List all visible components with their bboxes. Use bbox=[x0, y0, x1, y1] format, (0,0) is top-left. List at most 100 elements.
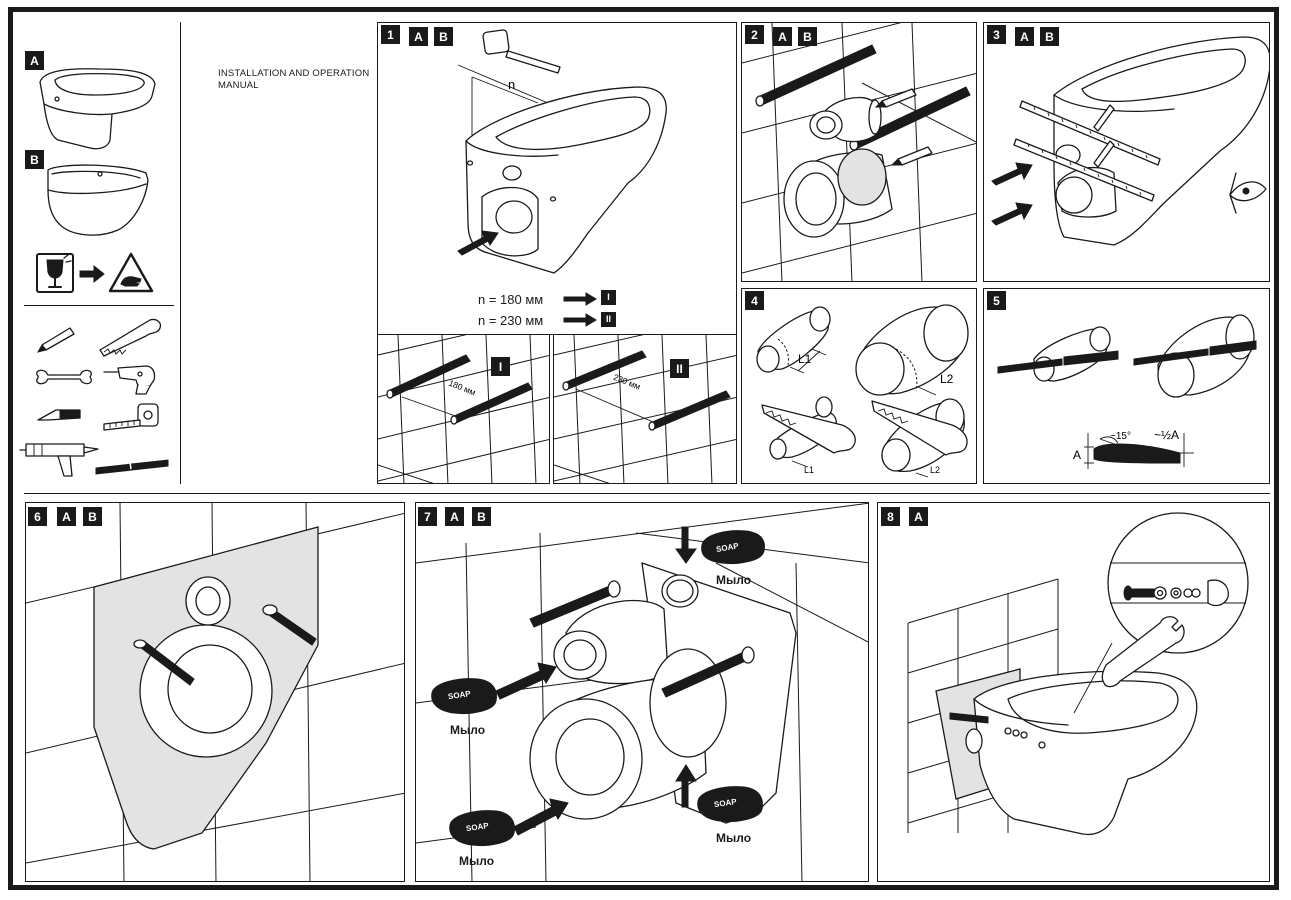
l2-cut-label: L2 bbox=[930, 465, 940, 475]
threaded-rod-icon bbox=[262, 604, 317, 646]
step-3-number: 3 bbox=[987, 25, 1006, 44]
step-6-tag-b: B bbox=[83, 507, 102, 526]
step-1-tag-b: B bbox=[434, 27, 453, 46]
step-2-panel: 2 A B bbox=[741, 22, 977, 282]
step-4-panel: L1 L2 L1 L2 4 bbox=[741, 288, 977, 484]
variant-b-tag: B bbox=[25, 150, 44, 169]
step-6-panel: 6 A B bbox=[25, 502, 405, 882]
threaded-rod-icon bbox=[133, 639, 195, 686]
dim-a-label: A bbox=[1073, 448, 1081, 462]
step-1-panel: n 1 A B n = 180 мм n = 230 мм I II bbox=[377, 22, 737, 335]
hand-injury-warning-icon bbox=[108, 252, 154, 293]
step-3-panel: 3 A B bbox=[983, 22, 1270, 282]
tape-measure-icon bbox=[482, 29, 561, 74]
threaded-rod-icon bbox=[562, 350, 647, 391]
threaded-rod-icon bbox=[386, 354, 471, 399]
saw-icon bbox=[761, 404, 856, 454]
formula-arrows bbox=[563, 292, 597, 327]
step-7-panel: SOAP SOAP SOAP SOAP 7 A B Мыло Мыло Мыло… bbox=[415, 502, 869, 882]
threaded-rod-icon bbox=[648, 390, 731, 431]
l1-label: L1 bbox=[798, 352, 812, 366]
soap-bar-left: SOAP bbox=[431, 678, 497, 714]
step-7-tag-a: A bbox=[445, 507, 464, 526]
step-4-number: 4 bbox=[745, 291, 764, 310]
soap-text: SOAP bbox=[447, 689, 471, 701]
formula-180-tag: I bbox=[601, 290, 616, 305]
wrench-icon bbox=[36, 369, 92, 385]
formula-230: n = 230 мм bbox=[478, 313, 544, 328]
step-2-drawing bbox=[742, 23, 976, 281]
soap-text: SOAP bbox=[713, 797, 737, 809]
dim-230-label: 230 мм bbox=[612, 372, 642, 392]
threaded-rod-icon bbox=[949, 712, 989, 724]
knife-icon bbox=[37, 409, 81, 421]
step-1-sub-i-panel: 180 мм I bbox=[377, 334, 550, 484]
sub-ii-drawing: 230 мм bbox=[554, 335, 736, 483]
drill-icon bbox=[103, 365, 156, 395]
saw-icon bbox=[99, 318, 162, 357]
n-dimension-label: n bbox=[508, 77, 515, 92]
step-7-drawing: SOAP SOAP SOAP SOAP bbox=[416, 503, 868, 881]
soap-bar-bottom-right: SOAP bbox=[697, 786, 763, 822]
soap-text: SOAP bbox=[715, 541, 740, 554]
step-2-tag-a: A bbox=[773, 27, 792, 46]
threaded-rod-icon bbox=[95, 459, 169, 475]
step-8-drawing bbox=[907, 512, 1249, 836]
step-2-number: 2 bbox=[745, 25, 764, 44]
step-6-number: 6 bbox=[28, 507, 47, 526]
step-1-number: 1 bbox=[381, 25, 400, 44]
step-5-panel: A ~15° ~½A 5 bbox=[983, 288, 1270, 484]
step-8-panel: 8 A bbox=[877, 502, 1270, 882]
soap-label-top: Мыло bbox=[716, 573, 752, 587]
step-1-tag-a: A bbox=[409, 27, 428, 46]
fragile-glass-icon bbox=[36, 253, 74, 293]
row-separator bbox=[24, 493, 1270, 494]
manual-title: INSTALLATION AND OPERATION MANUAL bbox=[218, 68, 369, 92]
eye-icon bbox=[1229, 172, 1267, 214]
dim-180-label: 180 мм bbox=[447, 378, 477, 398]
step-2-tag-b: B bbox=[798, 27, 817, 46]
variant-a-tag: A bbox=[25, 51, 44, 70]
step-5-number: 5 bbox=[987, 291, 1006, 310]
page-frame bbox=[8, 7, 1279, 890]
formula-180: n = 180 мм bbox=[478, 292, 544, 307]
soap-bar-top: SOAP bbox=[701, 530, 765, 564]
step-7-number: 7 bbox=[418, 507, 437, 526]
formula-230-tag: II bbox=[601, 312, 616, 327]
step-6-drawing bbox=[26, 503, 404, 881]
step-4-drawing: L1 L2 L1 L2 bbox=[756, 304, 969, 478]
sub-i-tag: I bbox=[491, 357, 510, 376]
half-a-label: ~½A bbox=[1154, 428, 1179, 442]
soap-label-bottom-left: Мыло bbox=[459, 854, 495, 868]
soap-text: SOAP bbox=[465, 821, 489, 833]
soap-label-left: Мыло bbox=[450, 723, 486, 737]
step-6-tag-a: A bbox=[57, 507, 76, 526]
threaded-rod-icon bbox=[755, 44, 877, 107]
step-5-drawing: A ~15° ~½A bbox=[997, 314, 1257, 469]
step-1-sub-ii-panel: 230 мм II bbox=[553, 334, 737, 484]
l1-cut-label: L1 bbox=[804, 465, 814, 475]
angle-label: ~15° bbox=[1110, 431, 1131, 442]
step-3-drawing bbox=[991, 36, 1269, 246]
threaded-rod-icon bbox=[661, 646, 755, 698]
column-divider bbox=[180, 22, 181, 484]
threaded-rod-icon bbox=[529, 580, 621, 628]
soap-bar-bottom-left: SOAP bbox=[449, 810, 515, 846]
step-3-tag-b: B bbox=[1040, 27, 1059, 46]
manual-title-line2: MANUAL bbox=[218, 80, 259, 91]
arrow-right-icon bbox=[79, 264, 105, 284]
step-1-drawing: n bbox=[457, 29, 667, 274]
step-3-tag-a: A bbox=[1015, 27, 1034, 46]
saw-icon bbox=[871, 400, 968, 456]
threaded-rod-icon bbox=[450, 382, 533, 425]
left-divider bbox=[24, 305, 174, 306]
sub-i-drawing: 180 мм bbox=[378, 335, 549, 483]
wrench-icon bbox=[1101, 616, 1185, 688]
pencil-icon bbox=[36, 327, 75, 353]
sub-ii-tag: II bbox=[670, 359, 689, 378]
step-7-tag-b: B bbox=[472, 507, 491, 526]
step-8-number: 8 bbox=[881, 507, 900, 526]
